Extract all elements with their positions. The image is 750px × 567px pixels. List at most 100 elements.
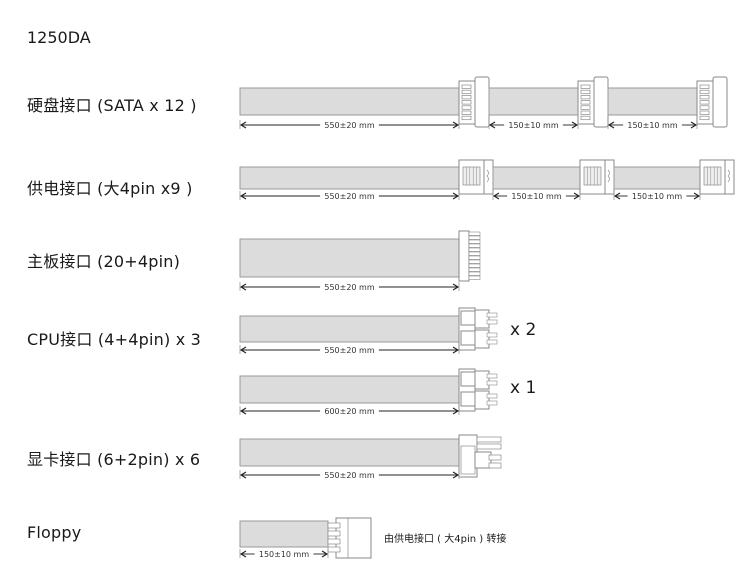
sata-label: 硬盘接口 (SATA x 12 ): [27, 96, 197, 115]
arrow-head-left: [613, 192, 621, 200]
atx-dim: 550±20 mm: [239, 282, 460, 292]
floppy-pin: [327, 538, 341, 545]
floppy-adapter-note: 由供电接口 ( 大4pin ) 转接: [384, 534, 507, 545]
eps-latch: [474, 390, 490, 410]
atx-pin: [468, 231, 481, 236]
floppy-cable: [239, 520, 329, 548]
arrow-head-right: [573, 192, 581, 200]
molex-connector-1: [458, 159, 494, 195]
atx-pin: [468, 271, 481, 276]
arrow-head-left: [239, 471, 247, 479]
gpu-dim: 550±20 mm: [239, 470, 460, 480]
atx-label: 主板接口 (20+4pin): [27, 252, 181, 271]
atx-pin: [468, 275, 481, 280]
dim-label: 550±20 mm: [324, 346, 374, 355]
floppy-pin: [327, 546, 341, 553]
eps-pin: [486, 380, 498, 386]
sata-pin: [461, 89, 472, 95]
sata-connector-2: [577, 76, 609, 128]
arrow-head-left: [239, 550, 247, 558]
sata-pin: [580, 89, 591, 95]
arrow-head-right: [690, 121, 698, 129]
sata-connector-3: [696, 76, 728, 128]
molex-connector-3: [699, 159, 735, 195]
atx-pin: [468, 267, 481, 272]
pcie-2pin: [474, 451, 492, 469]
atx-pin: [468, 239, 481, 244]
dim-label: 550±20 mm: [324, 192, 374, 201]
cpu-cable-2: [239, 375, 460, 404]
molex-dim-3: 150±10 mm: [613, 191, 701, 201]
sata-pin: [699, 84, 710, 89]
atx-pin: [468, 235, 481, 240]
molex-notch: [607, 169, 610, 183]
arrow-head-left: [488, 121, 496, 129]
molex-pins: [703, 166, 722, 186]
dim-label: 150±10 mm: [508, 121, 558, 130]
eps-latch: [474, 329, 490, 349]
gpu-label: 显卡接口 (6+2pin) x 6: [27, 450, 201, 469]
dim-label: 150±10 mm: [259, 550, 309, 559]
molex-notch: [486, 169, 489, 183]
arrow-head-right: [452, 407, 460, 415]
dim-label: 550±20 mm: [324, 283, 374, 292]
sata-pin: [580, 100, 591, 105]
molex-pins: [583, 166, 602, 186]
molex-cable-segment-2: [492, 166, 581, 190]
sata-pin: [461, 115, 472, 121]
eps-latch: [474, 370, 490, 390]
sata-connector-1: [458, 76, 490, 128]
arrow-head-right: [452, 121, 460, 129]
atx-pin: [468, 263, 481, 268]
sata-dim-1: 550±20 mm: [239, 120, 460, 130]
sata-cable-segment-3: [607, 87, 698, 116]
sata-pin: [461, 105, 472, 110]
eps-half: [460, 371, 476, 387]
cpu-connector-2: [458, 368, 498, 412]
gpu-cable: [239, 438, 460, 467]
arrow-head-right: [321, 550, 329, 558]
cpu-multiplier-2: x 1: [510, 378, 537, 398]
sata-cable-main: [239, 87, 460, 116]
atx-cable: [239, 238, 460, 278]
floppy-label: Floppy: [27, 523, 82, 542]
floppy-pin: [327, 530, 341, 537]
molex-connector-2: [579, 159, 615, 195]
arrow-head-left: [239, 283, 247, 291]
pcie-clip: [460, 445, 476, 475]
arrow-head-right: [452, 192, 460, 200]
cpu-dim-2: 600±20 mm: [239, 406, 460, 416]
sata-dim-2: 150±10 mm: [488, 120, 579, 130]
sata-cable-segment-2: [488, 87, 579, 116]
eps-latch: [474, 309, 490, 329]
sata-pin: [699, 100, 710, 105]
dim-label: 150±10 mm: [627, 121, 677, 130]
molex-dim-1: 550±20 mm: [239, 191, 460, 201]
model-name: 1250DA: [27, 28, 91, 47]
atx-pin: [468, 247, 481, 252]
eps-pin: [486, 339, 498, 345]
sata-pin: [699, 95, 710, 100]
eps-pin: [486, 319, 498, 325]
atx-pin: [468, 243, 481, 248]
molex-dim-2: 150±10 mm: [492, 191, 581, 201]
eps-pin: [486, 332, 498, 338]
eps-half: [460, 330, 476, 346]
cpu-label: CPU接口 (4+4pin) x 3: [27, 330, 202, 349]
arrow-head-left: [239, 346, 247, 354]
cpu-cable-1: [239, 315, 460, 343]
pcie-pin: [488, 454, 502, 461]
eps-pin: [486, 373, 498, 379]
floppy-body: [335, 517, 372, 559]
arrow-head-left: [239, 407, 247, 415]
arrow-head-right: [452, 283, 460, 291]
pcie-pin: [488, 462, 502, 469]
sata-pin: [580, 105, 591, 110]
cpu-multiplier-1: x 2: [510, 320, 537, 340]
arrow-head-left: [607, 121, 615, 129]
eps-pin: [486, 312, 498, 318]
arrow-head-left: [239, 121, 247, 129]
sata-body: [712, 76, 728, 128]
dim-label: 550±20 mm: [324, 471, 374, 480]
floppy-pin: [327, 522, 341, 529]
